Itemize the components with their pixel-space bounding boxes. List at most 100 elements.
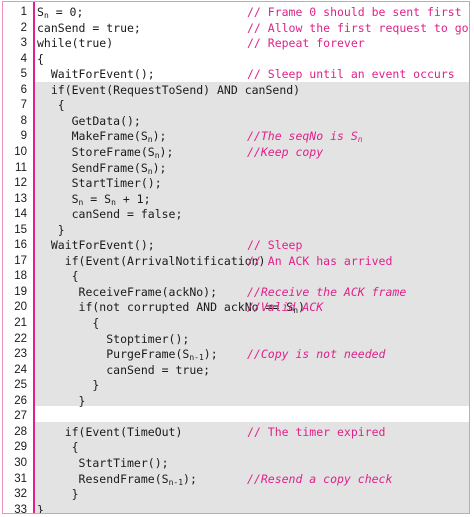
code-line: 8 GetData(); bbox=[3, 113, 469, 129]
code-line: 19 ReceiveFrame(ackNo); //Receive the ACK… bbox=[3, 284, 469, 300]
code-text: GetData(); bbox=[37, 113, 141, 128]
line-number: 17 bbox=[14, 254, 27, 267]
code-comment: //Keep copy bbox=[247, 144, 324, 159]
line-number: 33 bbox=[14, 503, 27, 514]
code-text: { bbox=[37, 440, 79, 455]
line-number: 30 bbox=[14, 456, 27, 469]
code-line: 23 PurgeFrame(Sn-1); //Copy is not needed bbox=[3, 346, 469, 362]
code-text: ReceiveFrame(ackNo); bbox=[37, 284, 218, 299]
code-line: 6 if(Event(RequestToSend) AND canSend) bbox=[3, 82, 469, 98]
code-line: 21 { bbox=[3, 315, 469, 331]
code-text: WaitForEvent(); bbox=[37, 67, 155, 82]
code-line: 28 if(Event(TimeOut) // The timer expired bbox=[3, 424, 469, 440]
code-comment: // Sleep until an event occurs bbox=[247, 67, 455, 82]
line-number: 19 bbox=[14, 285, 27, 298]
code-text: Sn = 0; bbox=[37, 5, 84, 20]
code-line: 30 StartTimer(); bbox=[3, 455, 469, 471]
code-line: 13 Sn = Sn + 1; bbox=[3, 191, 469, 207]
code-text: { bbox=[37, 51, 44, 66]
code-comment: //Copy is not needed bbox=[247, 347, 386, 362]
code-text: StoreFrame(Sn); bbox=[37, 144, 174, 160]
code-text: Stoptimer(); bbox=[37, 331, 190, 346]
code-text: } bbox=[37, 222, 65, 237]
line-number: 8 bbox=[20, 114, 27, 127]
line-number: 3 bbox=[20, 37, 27, 50]
code-text: SendFrame(Sn); bbox=[37, 160, 167, 176]
line-number: 10 bbox=[14, 145, 27, 158]
code-line: 15 } bbox=[3, 222, 469, 238]
code-line: 16 WaitForEvent(); // Sleep bbox=[3, 237, 469, 253]
line-number: 28 bbox=[14, 425, 27, 438]
highlight-block-4 bbox=[35, 422, 469, 513]
code-comment: // Sleep bbox=[247, 238, 303, 253]
code-line: 20 if(not corrupted AND ackNo == Sn)//Va… bbox=[3, 299, 469, 315]
code-line: 14 canSend = false; bbox=[3, 206, 469, 222]
highlight-block-2 bbox=[35, 243, 469, 262]
line-number: 7 bbox=[20, 99, 27, 112]
line-number: 6 bbox=[20, 83, 27, 96]
code-comment: // An ACK has arrived bbox=[247, 253, 393, 268]
code-text: { bbox=[37, 269, 79, 284]
line-number: 12 bbox=[14, 177, 27, 190]
line-number: 31 bbox=[14, 472, 27, 485]
line-number: 13 bbox=[14, 192, 27, 205]
code-line: 22 Stoptimer(); bbox=[3, 331, 469, 347]
line-number: 21 bbox=[14, 317, 27, 329]
code-text: } bbox=[37, 393, 86, 408]
code-text: } bbox=[37, 502, 44, 514]
code-text: canSend = true; bbox=[37, 362, 211, 377]
code-text: { bbox=[37, 98, 65, 113]
code-text: if(Event(TimeOut) bbox=[37, 424, 183, 439]
code-text: Sn = Sn + 1; bbox=[37, 191, 151, 207]
code-text: WaitForEvent(); bbox=[37, 238, 155, 253]
code-text: { bbox=[37, 316, 100, 330]
code-line: 17 if(Event(ArrivalNotification)// An AC… bbox=[3, 253, 469, 269]
line-number: 11 bbox=[15, 161, 27, 174]
code-line: 10 StoreFrame(Sn); //Keep copy bbox=[3, 144, 469, 160]
line-number: 23 bbox=[14, 348, 27, 361]
code-comment: // The timer expired bbox=[247, 424, 386, 439]
code-text: } bbox=[37, 487, 79, 502]
line-number: 24 bbox=[14, 363, 27, 376]
code-line: 11 SendFrame(Sn); bbox=[3, 160, 469, 176]
code-comment: //Receive the ACK frame bbox=[247, 284, 407, 299]
code-text: ResendFrame(Sn-1); bbox=[37, 471, 197, 487]
code-line: 24 canSend = true; bbox=[3, 362, 469, 378]
code-line: 32 } bbox=[3, 486, 469, 502]
code-line: 31 ResendFrame(Sn-1);//Resend a copy che… bbox=[3, 471, 469, 487]
code-line: 7 { bbox=[3, 97, 469, 113]
code-comment: //The seqNo is Sn bbox=[247, 129, 363, 145]
line-number: 5 bbox=[20, 68, 27, 81]
code-line: 27 bbox=[3, 408, 469, 424]
line-number: 29 bbox=[14, 441, 27, 454]
code-text: if(Event(ArrivalNotification) bbox=[37, 253, 266, 268]
code-comment: // Repeat forever bbox=[247, 36, 365, 51]
line-number: 4 bbox=[20, 52, 27, 65]
line-number: 9 bbox=[20, 130, 27, 143]
code-text: if(not corrupted AND ackNo == Sn) bbox=[37, 300, 305, 316]
code-line: 9 MakeFrame(Sn);//The seqNo is Sn bbox=[3, 128, 469, 144]
code-line: 5 WaitForEvent(); // Sleep until an event… bbox=[3, 66, 469, 82]
line-number: 15 bbox=[14, 223, 27, 236]
line-number: 1 bbox=[20, 6, 27, 18]
line-number: 20 bbox=[14, 301, 27, 314]
code-text: canSend = true; bbox=[37, 20, 141, 35]
line-number: 16 bbox=[14, 239, 27, 252]
line-number: 27 bbox=[14, 410, 27, 423]
code-text: PurgeFrame(Sn-1); bbox=[37, 347, 218, 363]
line-number: 26 bbox=[14, 394, 27, 407]
line-number: 25 bbox=[14, 379, 27, 392]
code-text: } bbox=[37, 378, 100, 393]
line-number: 22 bbox=[14, 332, 27, 345]
code-comment: // Allow the first request to go bbox=[247, 20, 469, 35]
gutter-divider bbox=[33, 2, 35, 513]
code-line: 29 { bbox=[3, 439, 469, 455]
code-line: 25 } bbox=[3, 377, 469, 393]
line-number: 14 bbox=[14, 208, 27, 221]
line-number: 18 bbox=[14, 270, 27, 283]
code-comment: // Frame 0 should be sent first bbox=[247, 5, 462, 19]
code-line: 26 } bbox=[3, 393, 469, 409]
